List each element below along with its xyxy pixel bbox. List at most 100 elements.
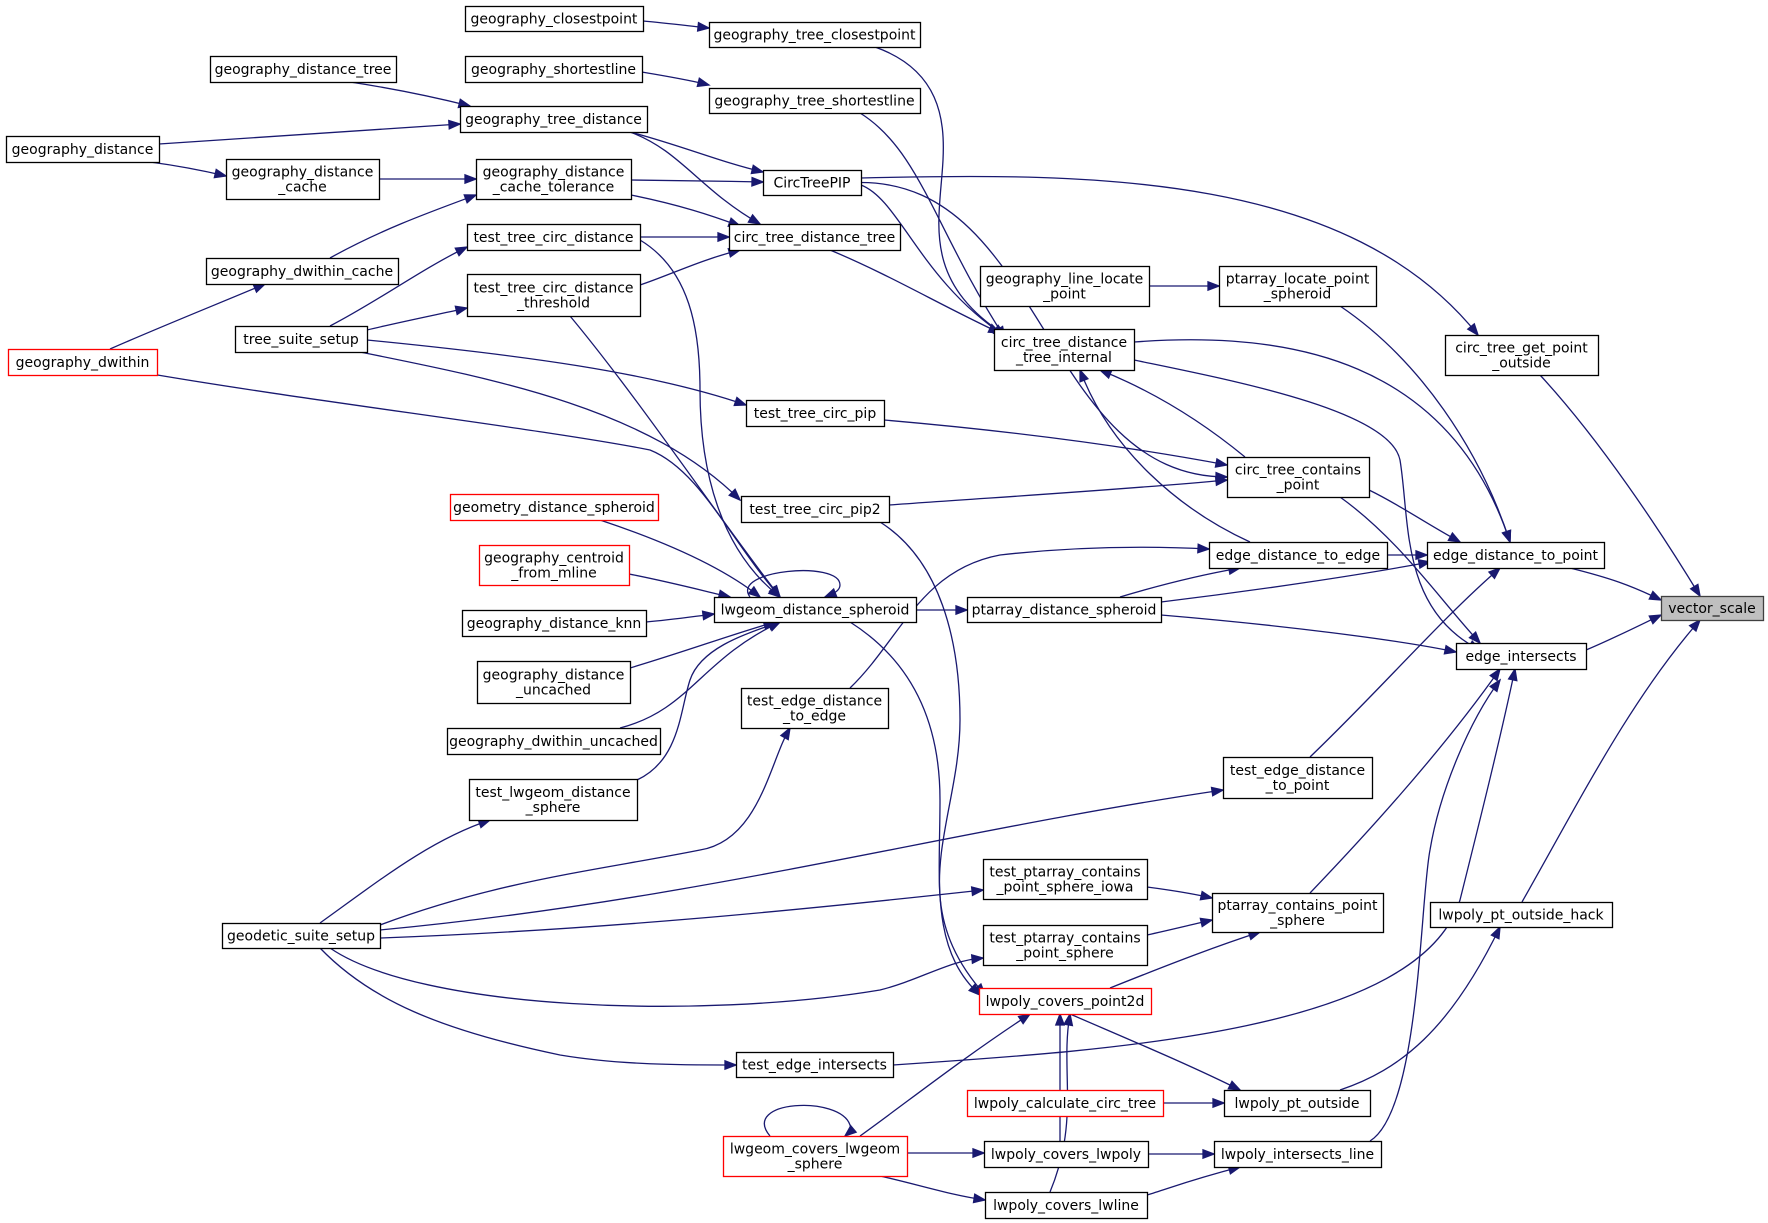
- node-lwgeom-covers-lwgeom-sphere[interactable]: lwgeom_covers_lwgeom_sphere: [722, 1135, 909, 1178]
- call-edge-test_edge_distance_to_point-to-edge_distance_to_point: [1309, 566, 1502, 758]
- node-box: [740, 687, 890, 730]
- node-label: geography_dwithin_cache: [211, 264, 393, 280]
- node-lwpoly-covers-point2d[interactable]: lwpoly_covers_point2d: [978, 987, 1153, 1016]
- node-label: geography_closestpoint: [471, 12, 638, 28]
- node-geometry-distance-spheroid[interactable]: geometry_distance_spheroid: [449, 493, 660, 522]
- edge-line: [849, 546, 1210, 689]
- node-tree-suite-setup[interactable]: tree_suite_setup: [234, 325, 369, 354]
- node-geography-dwithin-uncached[interactable]: geography_dwithin_uncached: [446, 727, 662, 756]
- node-lwgeom-distance-spheroid[interactable]: lwgeom_distance_spheroid: [713, 596, 918, 624]
- edge-line: [139, 371, 781, 598]
- node-test-tree-circ-distance-threshold[interactable]: test_tree_circ_distance_threshold: [466, 273, 642, 318]
- node-circ-tree-distance-tree-internal[interactable]: circ_tree_distance_tree_internal: [993, 328, 1136, 372]
- node-box: [979, 265, 1151, 308]
- edge-line: [379, 727, 791, 926]
- node-test-edge-intersects[interactable]: test_edge_intersects: [735, 1051, 895, 1079]
- edge-arrowhead: [448, 119, 462, 130]
- node-box: [993, 328, 1136, 372]
- node-geography-shortestline[interactable]: geography_shortestline: [464, 55, 644, 84]
- node-box: [1208, 541, 1389, 570]
- edge-arrowhead: [1214, 475, 1229, 487]
- node-vector-scale[interactable]: vector_scale: [1660, 595, 1765, 622]
- node-geography-closestpoint[interactable]: geography_closestpoint: [464, 5, 645, 33]
- node-geography-distance[interactable]: geography_distance: [5, 135, 161, 164]
- call-edge-geography_dwithin_cache-to-geography_distance_cache_tolerance: [329, 194, 478, 259]
- node-CircTreePIP[interactable]: CircTreePIP: [762, 169, 863, 197]
- node-lwpoly-intersects-line[interactable]: lwpoly_intersects_line: [1213, 1140, 1383, 1169]
- node-lwpoly-pt-outside[interactable]: lwpoly_pt_outside: [1223, 1089, 1372, 1118]
- node-circ-tree-contains-point[interactable]: circ_tree_contains_point: [1226, 456, 1371, 499]
- call-edge-lwgeom_distance_spheroid-to-lwgeom_distance_spheroid: [746, 570, 841, 598]
- node-geography-centroid-from-mline[interactable]: geography_centroid_from_mline: [478, 544, 631, 587]
- node-geography-distance-knn[interactable]: geography_distance_knn: [461, 609, 648, 638]
- node-circ-tree-distance-tree[interactable]: circ_tree_distance_tree: [728, 223, 902, 252]
- call-edge-lwgeom_covers_lwgeom_sphere-to-lwpoly_covers_lwline: [879, 1175, 987, 1204]
- node-geography-tree-closestpoint[interactable]: geography_tree_closestpoint: [708, 21, 922, 49]
- edge-arrowhead: [454, 246, 469, 257]
- node-test-lwgeom-distance-sphere[interactable]: test_lwgeom_distance_sphere: [468, 778, 639, 822]
- node-label: lwpoly_covers_lwline: [993, 1198, 1139, 1214]
- node-lwpoly-calculate-circ-tree[interactable]: lwpoly_calculate_circ_tree: [966, 1089, 1165, 1118]
- node-label: _outside: [1491, 356, 1551, 372]
- node-geography-distance-cache[interactable]: geography_distance_cache: [225, 158, 381, 201]
- node-geography-tree-shortestline[interactable]: geography_tree_shortestline: [708, 87, 922, 115]
- node-geography-line-locate-point[interactable]: geography_line_locate_point: [979, 265, 1151, 308]
- node-test-tree-circ-pip[interactable]: test_tree_circ_pip: [745, 399, 886, 428]
- node-geodetic-suite-setup[interactable]: geodetic_suite_setup: [221, 922, 382, 950]
- node-geography-distance-cache-tolerance[interactable]: geography_distance_cache_tolerance: [475, 158, 633, 201]
- edge-line: [629, 621, 776, 669]
- edge-line: [1539, 374, 1701, 597]
- node-box: [209, 55, 398, 84]
- node-label: edge_distance_to_point: [1433, 548, 1599, 564]
- node-lwpoly-pt-outside-hack[interactable]: lwpoly_pt_outside_hack: [1429, 901, 1614, 929]
- edge-line: [366, 339, 747, 406]
- call-edge-lwgeom_covers_lwgeom_sphere-to-lwpoly_covers_point2d: [859, 1012, 1032, 1137]
- node-test-tree-circ-pip2[interactable]: test_tree_circ_pip2: [740, 495, 891, 524]
- call-edge-lwpoly_covers_point2d-to-lwpoly_pt_outside: [1069, 1013, 1242, 1091]
- call-edge-test_tree_circ_distance_threshold-to-circ_tree_distance_tree: [639, 247, 742, 286]
- node-box: [762, 169, 863, 197]
- node-lwpoly-covers-lwpoly[interactable]: lwpoly_covers_lwpoly: [983, 1140, 1150, 1169]
- edge-arrowhead: [1490, 925, 1501, 940]
- node-label: geography_distance_knn: [467, 616, 642, 632]
- node-box: [1218, 265, 1378, 308]
- node-ptarray-locate-point-spheroid[interactable]: ptarray_locate_point_spheroid: [1218, 265, 1378, 308]
- edge-arrowhead: [728, 488, 742, 502]
- node-ptarray-contains-point-sphere[interactable]: ptarray_contains_point_sphere: [1211, 892, 1385, 934]
- node-edge-distance-to-edge[interactable]: edge_distance_to_edge: [1208, 541, 1389, 570]
- node-test-tree-circ-distance[interactable]: test_tree_circ_distance: [466, 223, 642, 252]
- edge-arrowhead: [1501, 529, 1512, 544]
- node-geography-dwithin[interactable]: geography_dwithin: [7, 348, 159, 377]
- node-edge-intersects[interactable]: edge_intersects: [1455, 642, 1588, 671]
- edge-line: [329, 947, 984, 1007]
- call-edge-edge_distance_to_point-to-vector_scale: [1569, 567, 1663, 601]
- node-edge-distance-to-point[interactable]: edge_distance_to_point: [1426, 541, 1606, 570]
- node-test-ptarray-contains-point-sphere[interactable]: test_ptarray_contains_point_sphere: [982, 924, 1149, 967]
- node-label: lwpoly_intersects_line: [1221, 1147, 1374, 1163]
- edge-line: [892, 668, 1516, 1066]
- edge-arrowhead: [252, 283, 267, 294]
- node-geography-distance-tree[interactable]: geography_distance_tree: [209, 55, 398, 84]
- node-box: [464, 55, 644, 84]
- node-geography-tree-distance[interactable]: geography_tree_distance: [459, 105, 649, 134]
- call-edge-geography_distance_cache-to-geography_distance_cache_tolerance: [379, 173, 478, 185]
- node-circ-tree-get-point-outside[interactable]: circ_tree_get_point_outside: [1444, 334, 1600, 377]
- node-test-ptarray-contains-point-sphere-iowa[interactable]: test_ptarray_contains_point_sphere_iowa: [982, 858, 1149, 901]
- edge-arrowhead: [1199, 917, 1214, 928]
- node-test-edge-distance-to-point[interactable]: test_edge_distance_to_point: [1222, 756, 1374, 800]
- node-ptarray-distance-spheroid[interactable]: ptarray_distance_spheroid: [966, 596, 1163, 624]
- call-edge-ptarray_distance_spheroid-to-edge_intersects: [1160, 614, 1458, 655]
- node-lwpoly-covers-lwline[interactable]: lwpoly_covers_lwline: [984, 1191, 1149, 1220]
- node-geography-dwithin-cache[interactable]: geography_dwithin_cache: [205, 257, 400, 286]
- edge-line: [1160, 614, 1457, 653]
- edge-arrowhead: [1507, 667, 1518, 682]
- edge-line: [629, 131, 761, 225]
- edge-arrowhead: [1648, 590, 1663, 601]
- node-test-edge-distance-to-edge[interactable]: test_edge_distance_to_edge: [740, 687, 890, 730]
- edge-arrowhead: [972, 1147, 986, 1159]
- edge-line: [874, 46, 1006, 336]
- node-box: [466, 273, 642, 318]
- call-edge-geography_distance_tree-to-geography_tree_distance: [349, 81, 472, 109]
- call-edge-geodetic_suite_setup-to-test_edge_intersects: [319, 947, 738, 1071]
- node-geography-distance-uncached[interactable]: geography_distance_uncached: [476, 660, 632, 705]
